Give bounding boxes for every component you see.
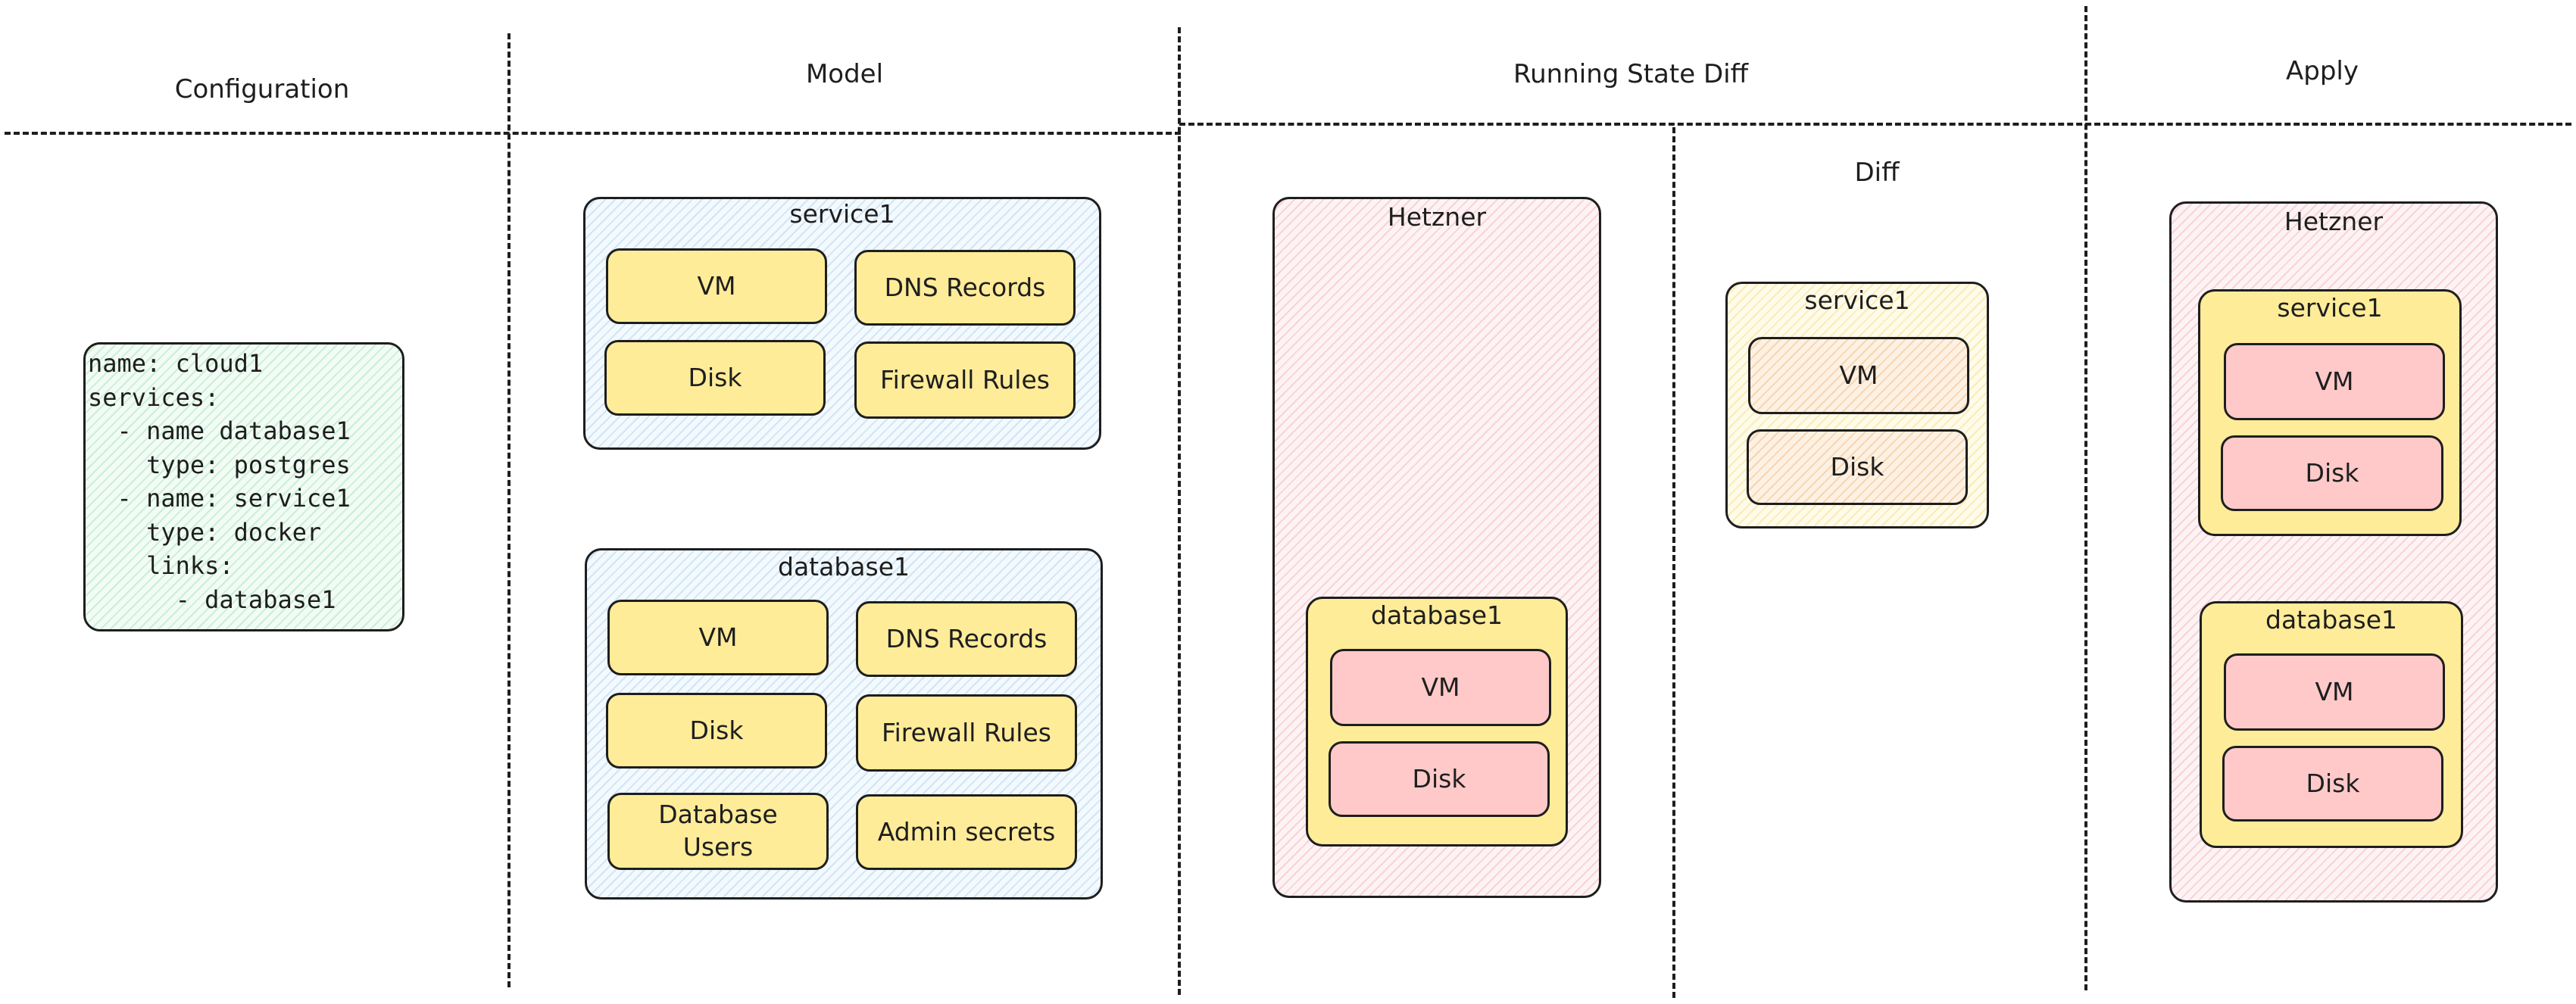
- column-divider-3: [2084, 6, 2087, 990]
- column-divider-1: [507, 33, 511, 987]
- model-service1-firewall-rules: Firewall Rules: [854, 341, 1076, 419]
- model-service1-vm: VM: [606, 248, 827, 324]
- header-divider-right: [1179, 123, 2571, 126]
- column-title-running-state-diff: Running State Diff: [1513, 59, 1748, 89]
- config-line: type: docker: [88, 517, 322, 547]
- column-title-configuration: Configuration: [174, 74, 350, 104]
- model-database1-disk: Disk: [606, 693, 827, 769]
- apply-database1-group: database1 VM Disk: [2200, 601, 2463, 848]
- apply-database1-vm: VM: [2224, 653, 2445, 731]
- running-state-database1-title: database1: [1371, 600, 1503, 630]
- column-title-model: Model: [805, 59, 884, 89]
- model-database1-firewall-rules: Firewall Rules: [856, 694, 1077, 772]
- model-service1-dns-records: DNS Records: [854, 250, 1076, 326]
- model-database1-vm: VM: [607, 600, 829, 675]
- model-service1-group: service1 VM DNS Records Disk Firewall Ru…: [583, 197, 1101, 450]
- configuration-box: [83, 342, 404, 631]
- configuration-code: name: cloud1 services: - name database1 …: [83, 347, 404, 631]
- column-title-apply: Apply: [2286, 56, 2359, 86]
- diff-service1-disk: Disk: [1747, 429, 1968, 505]
- apply-service1-vm: VM: [2224, 343, 2445, 420]
- apply-service1-group: service1 VM Disk: [2198, 289, 2462, 536]
- model-database1-group: database1 VM DNS Records Disk Firewall R…: [585, 548, 1103, 900]
- config-line: services:: [88, 382, 220, 412]
- header-divider-left: [5, 132, 1181, 135]
- running-state-hetzner-title: Hetzner: [1387, 202, 1487, 232]
- config-line: - name: service1: [88, 484, 351, 513]
- column-title-diff: Diff: [1854, 157, 1900, 188]
- diff-service1-vm: VM: [1748, 337, 1969, 414]
- model-service1-disk: Disk: [604, 340, 826, 416]
- config-line: type: postgres: [88, 450, 351, 479]
- config-line: name: cloud1: [88, 349, 264, 378]
- diff-service1-group: service1 VM Disk: [1725, 282, 1989, 529]
- model-database1-title: database1: [778, 552, 910, 582]
- config-line: - database1: [88, 585, 336, 614]
- config-line: - name database1: [88, 416, 351, 445]
- diff-subdivider: [1672, 127, 1675, 998]
- model-database1-admin-secrets: Admin secrets: [856, 794, 1077, 870]
- diff-service1-title: service1: [1804, 285, 1910, 315]
- apply-database1-disk: Disk: [2222, 746, 2443, 822]
- running-state-database1-vm: VM: [1330, 649, 1551, 726]
- apply-hetzner-title: Hetzner: [2284, 207, 2384, 236]
- model-service1-title: service1: [789, 199, 895, 229]
- running-state-database1-group: database1 VM Disk: [1306, 597, 1568, 847]
- apply-service1-title: service1: [2277, 293, 2383, 323]
- column-divider-2: [1178, 27, 1181, 995]
- model-database1-database-users: Database Users: [607, 793, 829, 870]
- config-line: links:: [88, 551, 234, 580]
- apply-database1-title: database1: [2265, 605, 2397, 635]
- running-state-database1-disk: Disk: [1329, 741, 1550, 817]
- apply-service1-disk: Disk: [2221, 435, 2443, 511]
- model-database1-dns-records: DNS Records: [856, 601, 1077, 677]
